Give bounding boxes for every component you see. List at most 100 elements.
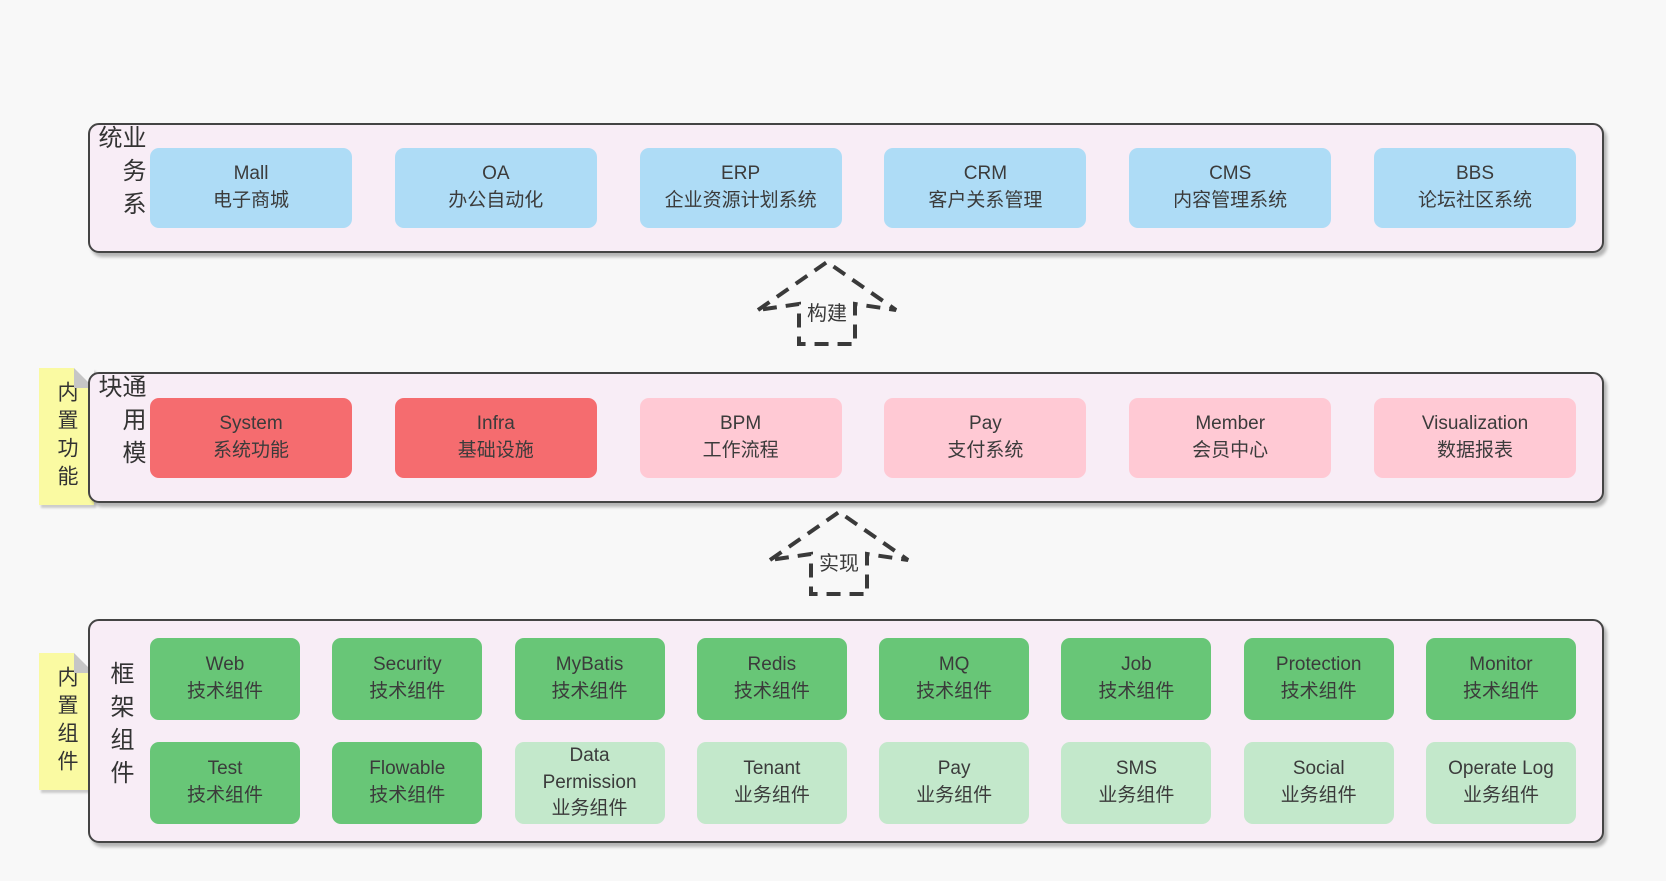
component-box: Protection 技术组件 — [1243, 638, 1394, 720]
band-label-framework-components: 框架组件 — [106, 661, 133, 793]
box-title-en: Operate Log — [1448, 758, 1554, 780]
box-subtitle-zh: 数据报表 — [1436, 439, 1513, 461]
box-title-en: Pay — [937, 758, 971, 780]
component-box: Tenant 业务组件 — [696, 742, 847, 824]
band-label-business-systems: 业务系统 — [94, 125, 145, 224]
box-title-en: Protection — [1275, 654, 1362, 676]
business-system-boxes: Mall 电子商城 OA 办公自动化 ERP 企业资源计划系统 CRM 客户关系… — [148, 125, 1602, 251]
box-title-en: Test — [207, 758, 243, 780]
component-box: MyBatis 技术组件 — [514, 638, 665, 720]
box-title-en: Mall — [233, 163, 269, 185]
box-title-en: Monitor — [1469, 654, 1533, 676]
component-box: MQ 技术组件 — [879, 638, 1030, 720]
box-subtitle-zh: 技术组件 — [916, 681, 993, 702]
band-common-modules: 通用模块 System 系统功能 Infra 基础设施 BPM 工作流程 — [88, 372, 1604, 503]
box-title-en: SMS — [1115, 758, 1157, 780]
system-box: OA 办公自动化 — [394, 148, 597, 228]
box-subtitle-zh: 技术组件 — [369, 681, 446, 702]
box-title-en: BBS — [1455, 163, 1494, 185]
component-box: Test 技术组件 — [150, 742, 300, 824]
box-title-en: MQ — [938, 654, 970, 676]
framework-component-rows: Web 技术组件 Security 技术组件 MyBatis 技术组件 — [148, 621, 1602, 841]
box-subtitle-zh: 会员中心 — [1192, 439, 1269, 461]
box-title-en: Tenant — [743, 758, 801, 780]
component-box: Pay 业务组件 — [879, 742, 1030, 824]
box-subtitle-zh: 技术组件 — [551, 681, 628, 702]
box-title-en: Infra — [476, 412, 515, 434]
system-box: Mall 电子商城 — [150, 148, 352, 228]
box-title-en: MyBatis — [555, 654, 624, 676]
box-title-en: BPM — [720, 412, 762, 434]
box-subtitle-zh: 业务组件 — [733, 785, 810, 806]
component-box: Job 技术组件 — [1061, 638, 1212, 720]
component-box: Web 技术组件 — [150, 638, 300, 720]
arrow-implement-label: 实现 — [816, 546, 862, 577]
component-box: SMS 业务组件 — [1061, 742, 1212, 824]
up-arrow-dashed-icon — [768, 509, 910, 596]
box-title-en: Flowable — [369, 758, 446, 780]
component-box: Security 技术组件 — [332, 638, 483, 720]
sticky-label: 内置功能 — [55, 380, 78, 493]
box-title-en: Web — [205, 654, 245, 676]
box-subtitle-zh: 业务组件 — [551, 798, 628, 820]
module-box: Member 会员中心 — [1129, 397, 1332, 478]
box-title-en: Security — [372, 654, 442, 676]
box-subtitle-zh: 电子商城 — [212, 190, 289, 211]
band-framework-components: 框架组件 Web 技术组件 Security 技术组件 MyBati — [88, 619, 1604, 843]
component-box: Social 业务组件 — [1243, 742, 1394, 824]
box-subtitle-zh: 论坛社区系统 — [1417, 190, 1532, 211]
band-label-wrap: 框架组件 — [90, 621, 148, 841]
box-subtitle-zh: 办公自动化 — [448, 190, 544, 211]
box-subtitle-zh: 系统功能 — [212, 439, 289, 461]
box-title-en: System — [219, 412, 283, 434]
box-title-en: Visualization — [1421, 412, 1529, 434]
component-box: Monitor 技术组件 — [1425, 638, 1576, 720]
sticky-note-builtin-components: 内置组件 — [39, 653, 94, 790]
box-subtitle-zh: 业务组件 — [1462, 785, 1539, 806]
box-title-en: CRM — [963, 163, 1008, 185]
framework-row-2: Test 技术组件 Flowable 技术组件 Data Permission … — [150, 742, 1576, 824]
box-title-en: Redis — [747, 654, 797, 676]
arrow-implement: 实现 — [764, 506, 914, 598]
box-subtitle-zh: 支付系统 — [947, 439, 1024, 461]
module-box: Visualization 数据报表 — [1373, 397, 1576, 478]
box-subtitle-zh: 内容管理系统 — [1173, 190, 1288, 211]
framework-row-1: Web 技术组件 Security 技术组件 MyBatis 技术组件 — [150, 638, 1576, 720]
sticky-label: 内置组件 — [55, 665, 78, 778]
component-box: Redis 技术组件 — [696, 638, 847, 720]
box-subtitle-zh: 业务组件 — [1280, 785, 1357, 806]
box-subtitle-zh: 业务组件 — [916, 785, 993, 806]
box-subtitle-zh: 技术组件 — [369, 785, 446, 806]
box-subtitle-zh: 技术组件 — [1462, 681, 1539, 702]
box-subtitle-zh: 技术组件 — [1098, 681, 1175, 702]
box-title-en: OA — [482, 163, 510, 185]
box-subtitle-zh: 技术组件 — [733, 681, 810, 702]
box-title-en: ERP — [721, 163, 761, 185]
band-business-systems: 业务系统 Mall 电子商城 OA 办公自动化 ERP 企业资源计划系统 — [88, 123, 1604, 253]
box-title-en: Pay — [969, 412, 1002, 434]
box-subtitle-zh: 基础设施 — [457, 439, 534, 461]
box-subtitle-zh: 客户关系管理 — [928, 190, 1043, 211]
component-box: Operate Log 业务组件 — [1425, 742, 1576, 824]
arrow-build: 构建 — [752, 256, 902, 348]
sticky-note-builtin-features: 内置功能 — [39, 368, 94, 505]
component-box: Data Permission 业务组件 — [514, 742, 665, 824]
component-box: Flowable 技术组件 — [332, 742, 483, 824]
box-title-en: Job — [1121, 654, 1152, 676]
system-box: ERP 企业资源计划系统 — [639, 148, 842, 228]
module-box: Infra 基础设施 — [394, 397, 597, 478]
box-subtitle-zh: 技术组件 — [1280, 681, 1357, 702]
system-box: CMS 内容管理系统 — [1129, 148, 1332, 228]
band-label-common-modules: 通用模块 — [94, 374, 145, 473]
band-label-wrap: 业务系统 — [90, 125, 148, 251]
arrow-build-label: 构建 — [804, 296, 850, 327]
module-box: System 系统功能 — [150, 397, 352, 478]
system-box: BBS 论坛社区系统 — [1373, 148, 1576, 228]
box-subtitle-zh: 技术组件 — [186, 681, 263, 702]
band-label-wrap: 通用模块 — [90, 374, 148, 501]
box-subtitle-zh: 企业资源计划系统 — [664, 190, 817, 211]
up-arrow-dashed-icon — [756, 259, 898, 346]
box-title-en: Member — [1195, 412, 1266, 434]
module-box: Pay 支付系统 — [884, 397, 1087, 478]
module-box: BPM 工作流程 — [639, 397, 842, 478]
